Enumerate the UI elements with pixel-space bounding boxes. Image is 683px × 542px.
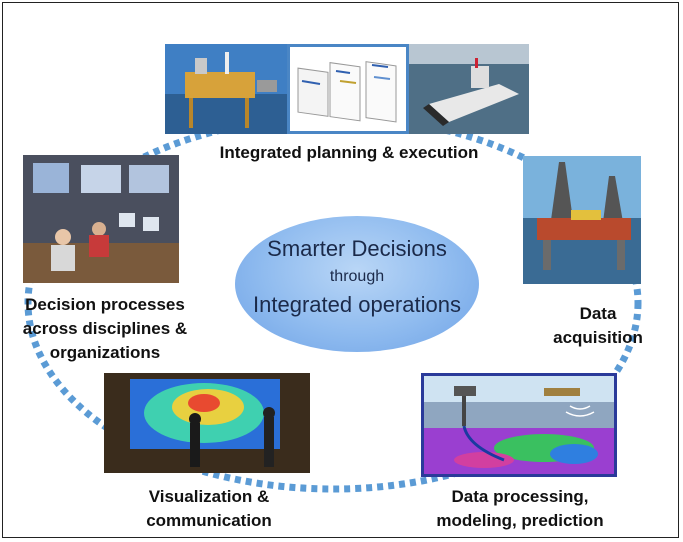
planning-charts-image: [287, 44, 409, 134]
decision-label-line3: organizations: [49, 343, 161, 362]
decision-label-line2: across disciplines &: [22, 319, 188, 338]
visualization-room-photo: [104, 373, 310, 473]
seismic-model-image: [421, 373, 617, 477]
processing-label-line1: Data processing,: [451, 487, 589, 506]
decision-label-line1: Decision processes: [25, 295, 185, 314]
supply-vessel-photo: [409, 44, 529, 134]
visualization-label-line1: Visualization &: [148, 487, 270, 506]
center-title-line3: Integrated operations: [253, 292, 461, 317]
center-title-line1: Smarter Decisions: [267, 236, 447, 261]
control-room-photo: [23, 155, 179, 283]
processing-label-line2: modeling, prediction: [436, 511, 604, 530]
acquisition-label-line2: acquisition: [553, 328, 643, 347]
center-title-line2: through: [329, 268, 385, 285]
center-ellipse: Smarter Decisions through Integrated ope…: [235, 216, 479, 352]
cycle-dotted-ring: [24, 113, 642, 493]
visualization-label-line2: communication: [146, 511, 272, 530]
drilling-rig-photo: [523, 156, 641, 284]
planning-label: Integrated planning & execution: [219, 143, 479, 162]
acquisition-label-line1: Data: [579, 304, 617, 323]
offshore-platform-photo: [165, 44, 287, 134]
